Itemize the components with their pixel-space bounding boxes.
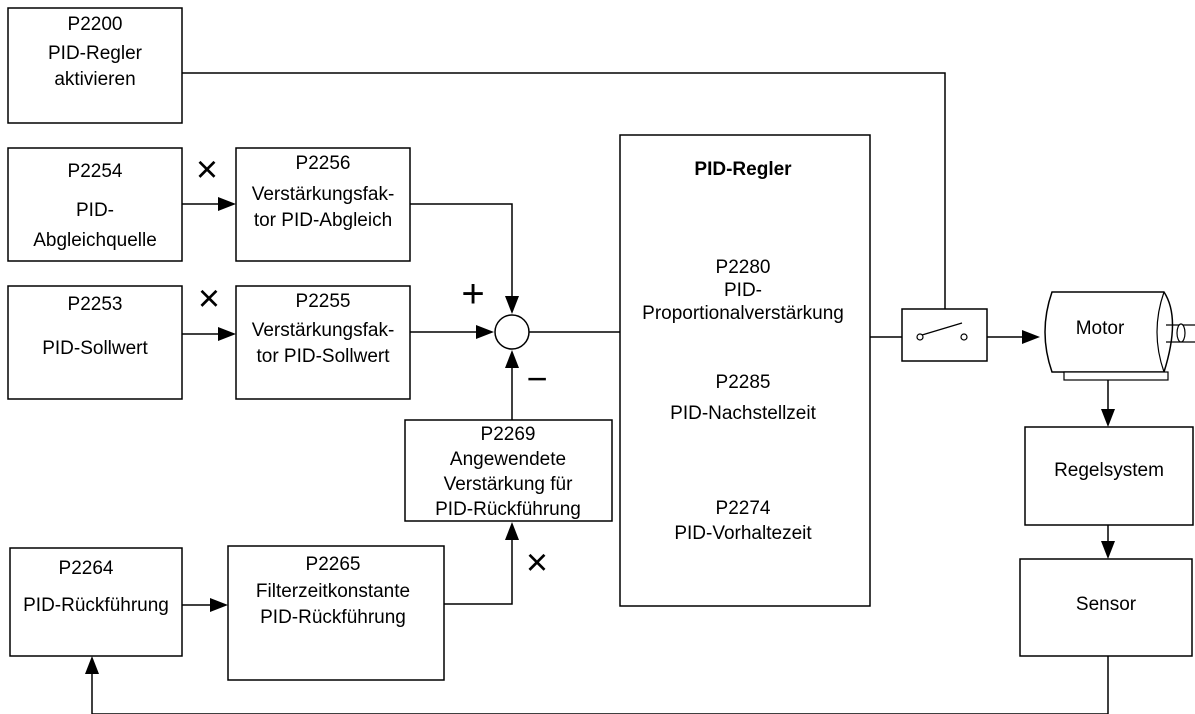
activation-line	[182, 72, 946, 340]
pid-integral-label: PID-Nachstellzeit	[670, 403, 816, 424]
block-plant-label: Regelsystem	[1054, 460, 1164, 481]
block-feedback-gain: P2269 Angewendete Verstärkung für PID-Rü…	[404, 419, 613, 522]
motor-label: Motor	[1076, 318, 1125, 339]
block-activate-pid-frame	[7, 7, 183, 124]
arrow-into-sum-bottom	[505, 350, 519, 368]
block-trim-gain-frame	[235, 147, 411, 262]
pid-proportional-label-2: Proportionalverstärkung	[642, 303, 844, 324]
motor-shaft-end	[1176, 323, 1186, 343]
block-filter-label-2: PID-Rückführung	[260, 607, 406, 628]
minus-sign: −	[526, 358, 547, 399]
block-pid-controller: PID-Regler P2280 PID- Proportionalverstä…	[619, 134, 871, 607]
motor-endcap	[1156, 291, 1165, 373]
block-feedback-gain-label-3: PID-Rückführung	[435, 499, 581, 520]
block-feedback-code: P2264	[59, 558, 114, 579]
trim-gain-to-sum-line	[410, 203, 513, 297]
multiply-sign-trim: ×	[196, 149, 218, 191]
block-filter-code: P2265	[306, 554, 361, 575]
block-feedback-gain-label-1: Angewendete	[450, 449, 566, 470]
block-filter-label-1: Filterzeitkonstante	[256, 581, 410, 602]
block-trim-gain-label-1: Verstärkungsfak-	[252, 184, 395, 205]
arrow-into-sensor	[1101, 541, 1115, 559]
arrow-into-sum-left	[476, 325, 494, 339]
block-feedback-label: PID-Rückführung	[23, 595, 169, 616]
block-setpoint-frame	[7, 285, 183, 400]
block-setpoint-gain-label-1: Verstärkungsfak-	[252, 320, 395, 341]
block-trim-source-label-1: PID-	[76, 200, 114, 221]
block-activate-pid-label-2: aktivieren	[54, 69, 135, 90]
block-feedback-gain-label-2: Verstärkung für	[444, 474, 574, 495]
enable-switch	[901, 308, 988, 362]
block-trim-source-frame	[7, 147, 183, 262]
block-sensor: Sensor	[1019, 558, 1193, 657]
block-filter-frame	[227, 545, 445, 681]
motor: Motor	[1044, 291, 1195, 381]
block-trim-source-label-2: Abgleichquelle	[33, 230, 157, 251]
block-feedback-gain-frame	[404, 419, 613, 522]
arrow-into-sum-top	[505, 296, 519, 314]
pid-derivative-code: P2274	[716, 498, 771, 519]
block-trim-source: P2254 PID- Abgleichquelle	[7, 147, 183, 262]
pid-derivative-label: PID-Vorhaltezeit	[674, 523, 812, 544]
sensor-feedback-line	[91, 656, 1109, 714]
arrow-into-plant	[1101, 409, 1115, 427]
pid-proportional-code: P2280	[716, 257, 771, 278]
multiply-sign-setpoint: ×	[198, 278, 220, 320]
arrow-into-filter	[210, 598, 228, 612]
block-pid-controller-frame	[619, 134, 871, 607]
plus-sign: +	[461, 272, 484, 316]
block-setpoint-code: P2253	[68, 294, 123, 315]
block-trim-gain: P2256 Verstärkungsfak- tor PID-Abgleich	[235, 147, 411, 262]
arrow-into-feedback-gain	[505, 522, 519, 540]
arrow-into-motor	[1022, 330, 1040, 344]
block-feedback-frame	[9, 547, 183, 657]
switch-contact-left	[916, 333, 924, 341]
filter-to-feedback-gain-line	[444, 538, 513, 605]
block-setpoint-gain-code: P2255	[296, 291, 351, 312]
switch-blade	[921, 322, 963, 336]
block-trim-gain-code: P2256	[296, 153, 351, 174]
block-feedback: P2264 PID-Rückführung	[9, 547, 183, 657]
block-setpoint-gain-frame	[235, 285, 411, 400]
block-trim-gain-label-2: tor PID-Abgleich	[254, 210, 392, 231]
block-filter: P2265 Filterzeitkonstante PID-Rückführun…	[227, 545, 445, 681]
block-activate-pid-code: P2200	[68, 14, 123, 35]
pid-controller-title: PID-Regler	[694, 159, 792, 180]
block-plant: Regelsystem	[1024, 426, 1194, 526]
motor-base	[1063, 371, 1169, 381]
multiply-sign-feedback: ×	[526, 542, 548, 584]
summing-junction	[494, 314, 530, 350]
arrow-into-setpoint-gain	[218, 327, 236, 341]
block-sensor-frame	[1019, 558, 1193, 657]
block-activate-pid: P2200 PID-Regler aktivieren	[7, 7, 183, 124]
block-setpoint-gain: P2255 Verstärkungsfak- tor PID-Sollwert	[235, 285, 411, 400]
arrow-into-feedback	[85, 656, 99, 674]
enable-switch-frame	[901, 308, 988, 362]
block-activate-pid-label-1: PID-Regler	[48, 43, 143, 64]
block-sensor-label: Sensor	[1076, 594, 1137, 615]
block-plant-frame	[1024, 426, 1194, 526]
block-trim-source-code: P2254	[68, 161, 123, 182]
block-feedback-gain-code: P2269	[481, 424, 536, 445]
pid-proportional-label-1: PID-	[724, 280, 762, 301]
block-setpoint-gain-label-2: tor PID-Sollwert	[256, 346, 390, 367]
switch-contact-right	[960, 333, 968, 341]
block-setpoint: P2253 PID-Sollwert	[7, 285, 183, 400]
block-setpoint-label: PID-Sollwert	[42, 338, 148, 359]
pid-integral-code: P2285	[716, 372, 771, 393]
arrow-into-trim-gain	[218, 197, 236, 211]
connection-lines	[91, 72, 1109, 714]
arrowheads	[85, 197, 1115, 674]
